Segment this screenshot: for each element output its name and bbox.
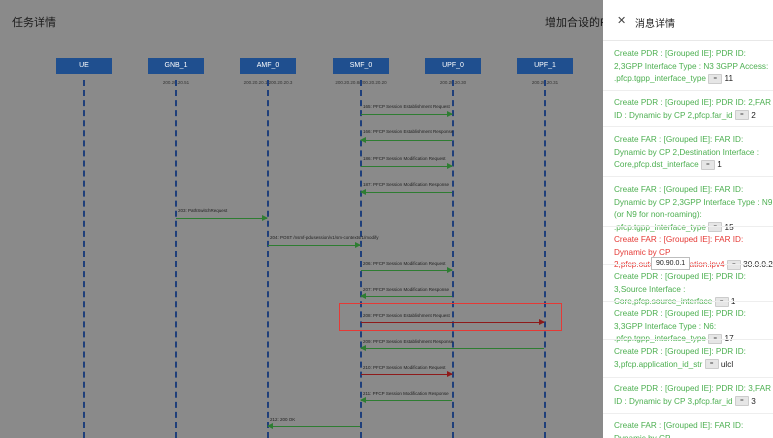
- detail-text: Create FAR : [Grouped IE]: FAR ID: Dynam…: [614, 185, 773, 232]
- message-arrow[interactable]: [176, 215, 268, 221]
- detail-text: Create PDR : [Grouped IE]: PDR ID: 3,pfc…: [614, 347, 746, 369]
- message-arrow[interactable]: [360, 293, 452, 299]
- message-label: 187: PFCP Session Modification Response: [363, 182, 449, 187]
- message-arrow[interactable]: [361, 111, 453, 117]
- node-amf-0[interactable]: AMF_0: [240, 58, 296, 74]
- message-label: 211: PFCP Session Modification Response: [363, 391, 449, 396]
- value-tooltip: 90.90.0.1: [651, 257, 691, 270]
- detail-value: 17: [725, 333, 734, 346]
- message-detail-item[interactable]: Create PDR : [Grouped IE]: PDR ID: 2,FAR…: [614, 97, 773, 122]
- message-arrow[interactable]: [361, 319, 545, 325]
- message-label: 207: PFCP Session Modification Response: [363, 287, 449, 292]
- message-label: 210: PFCP Session Modification Request: [363, 365, 446, 370]
- equals-icon: =: [708, 73, 723, 84]
- message-label: 186: PFCP Session Modification Request: [363, 156, 446, 161]
- panel-header: ✕ 消息详情: [603, 0, 773, 40]
- message-detail-item[interactable]: Create FAR : [Grouped IE]: FAR ID: Dynam…: [614, 420, 773, 438]
- node-upf-1[interactable]: UPF_1: [517, 58, 573, 74]
- message-arrow[interactable]: [360, 397, 452, 403]
- lifeline-upf-0: [452, 80, 454, 438]
- message-arrow[interactable]: [360, 345, 544, 351]
- message-detail-panel: ✕ 消息详情 Create PDR : [Grouped IE]: PDR ID…: [603, 0, 773, 438]
- lifeline-gnb-1: [175, 80, 177, 438]
- equals-icon: =: [704, 359, 719, 370]
- detail-text: Create PDR : [Grouped IE]: PDR ID: 2,3GP…: [614, 49, 769, 83]
- detail-text: Create PDR : [Grouped IE]: PDR ID: 3,FAR…: [614, 384, 771, 406]
- message-label: 204: POST /nsmf-pdusession/v1/sm-context…: [270, 235, 379, 240]
- node-smf-0[interactable]: SMF_0: [333, 58, 389, 74]
- divider: [603, 176, 773, 177]
- equals-icon: =: [700, 159, 715, 170]
- divider: [603, 339, 773, 340]
- detail-value: 11: [724, 74, 734, 83]
- message-arrow[interactable]: [361, 267, 453, 273]
- sequence-diagram-overlay: 任务详情 增加合设的PDU会话 UE GNB_1 AMF_0 SMF_0 UPF…: [0, 0, 603, 438]
- detail-text: Create FAR : [Grouped IE]: FAR ID: Dynam…: [614, 421, 744, 438]
- detail-value: 1: [717, 160, 722, 169]
- message-arrow[interactable]: [361, 163, 453, 169]
- detail-value: ulcl: [720, 359, 734, 369]
- detail-value: 30.0.0.2: [743, 259, 773, 272]
- message-label: 206: PFCP Session Modification Request: [363, 261, 446, 266]
- lifeline-smf-0: [360, 80, 362, 438]
- divider: [603, 90, 773, 91]
- message-detail-item[interactable]: Create PDR : [Grouped IE]: PDR ID: 3,FAR…: [614, 383, 773, 408]
- detail-text: Create PDR : [Grouped IE]: PDR ID: 3,3GP…: [614, 309, 746, 343]
- message-detail-item[interactable]: Create PDR : [Grouped IE]: PDR ID: 3,3GP…: [614, 308, 773, 346]
- divider: [603, 40, 773, 41]
- selected-message-highlight: [339, 303, 562, 331]
- equals-icon: =: [708, 333, 723, 344]
- detail-value: 3: [751, 396, 756, 406]
- message-arrow[interactable]: [361, 371, 453, 377]
- equals-icon: =: [708, 222, 723, 233]
- close-icon[interactable]: ✕: [617, 15, 627, 27]
- message-detail-item[interactable]: Create FAR : [Grouped IE]: FAR ID: Dynam…: [614, 184, 773, 234]
- detail-text: Create PDR : [Grouped IE]: PDR ID: 2,FAR…: [614, 98, 771, 120]
- message-detail-item[interactable]: Create FAR : [Grouped IE]: FAR ID: Dynam…: [614, 134, 773, 172]
- message-label: 209: PFCP Session Establishment Response: [363, 339, 454, 344]
- message-label: 208: PFCP Session Establishment Request: [363, 313, 450, 318]
- message-arrow[interactable]: [360, 137, 452, 143]
- add-pdu-session-link[interactable]: 增加合设的PDU会话: [545, 17, 603, 29]
- lifeline-ue: [83, 80, 85, 438]
- node-gnb-1[interactable]: GNB_1: [148, 58, 204, 74]
- lifeline-amf-0: [267, 80, 269, 438]
- message-arrow[interactable]: [268, 242, 361, 248]
- message-arrow[interactable]: [267, 423, 360, 429]
- node-ue[interactable]: UE: [56, 58, 112, 74]
- message-label: 165: PFCP Session Establishment Request: [363, 104, 450, 109]
- message-label: 203: PathSwitchRequest: [178, 208, 228, 213]
- detail-text: Create FAR : [Grouped IE]: FAR ID: Dynam…: [614, 135, 760, 169]
- page-title: 任务详情: [12, 17, 56, 29]
- message-detail-item[interactable]: Create PDR : [Grouped IE]: PDR ID: 3,Sou…: [614, 271, 773, 309]
- message-label: 166: PFCP Session Establishment Response: [363, 129, 454, 134]
- detail-value: 2: [751, 110, 756, 120]
- equals-icon: =: [734, 396, 749, 407]
- message-detail-item[interactable]: Create FAR : [Grouped IE]: FAR ID: Dynam…: [614, 234, 773, 272]
- lifeline-upf-1: [544, 80, 546, 438]
- equals-icon: =: [734, 110, 749, 121]
- node-upf-0[interactable]: UPF_0: [425, 58, 481, 74]
- message-detail-item[interactable]: Create PDR : [Grouped IE]: PDR ID: 2,3GP…: [614, 48, 773, 86]
- message-arrow[interactable]: [360, 189, 452, 195]
- divider: [603, 377, 773, 378]
- divider: [603, 226, 773, 227]
- detail-value: 15: [724, 222, 734, 232]
- message-label: 212: 200 OK: [270, 417, 296, 422]
- panel-title: 消息详情: [635, 19, 675, 30]
- divider: [603, 413, 773, 414]
- message-detail-item[interactable]: Create PDR : [Grouped IE]: PDR ID: 3,pfc…: [614, 346, 773, 371]
- divider: [603, 126, 773, 127]
- divider: [603, 301, 773, 302]
- detail-value: 1: [731, 296, 739, 309]
